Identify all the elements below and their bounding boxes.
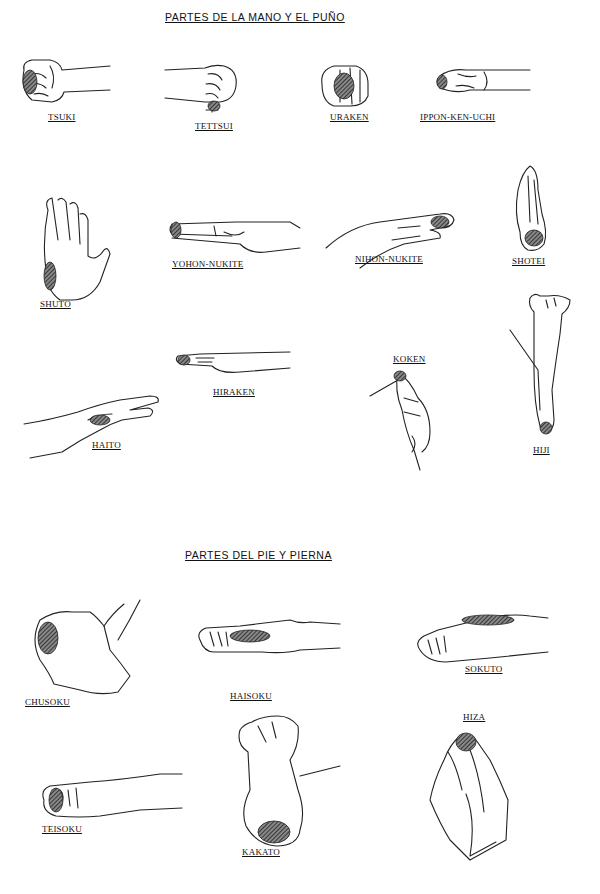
part-label: CHUSOKU — [25, 697, 70, 707]
part-label: KOKEN — [393, 354, 426, 364]
part-label: HAISOKU — [230, 691, 272, 701]
part-label: TETTSUI — [195, 121, 233, 131]
section-heading: PARTES DEL PIE Y PIERNA — [185, 549, 332, 561]
part-label: KAKATO — [242, 847, 280, 857]
section-heading: PARTES DE LA MANO Y EL PUÑO — [165, 11, 345, 23]
part-label: HAITO — [92, 440, 121, 450]
part-label: HIRAKEN — [213, 387, 255, 397]
part-label: URAKEN — [330, 112, 369, 122]
part-label: SHOTEI — [512, 256, 545, 266]
part-label: SOKUTO — [465, 664, 503, 674]
part-label: IPPON-KEN-UCHI — [420, 112, 495, 122]
part-label: SHUTO — [40, 299, 71, 309]
part-label: TSUKI — [48, 112, 76, 122]
part-label: TEISOKU — [42, 824, 82, 834]
part-label: NIHON-NUKITE — [355, 254, 423, 264]
part-label: HIJI — [533, 445, 550, 455]
part-label: YOHON-NUKITE — [172, 259, 243, 269]
part-label: HIZA — [463, 712, 485, 722]
